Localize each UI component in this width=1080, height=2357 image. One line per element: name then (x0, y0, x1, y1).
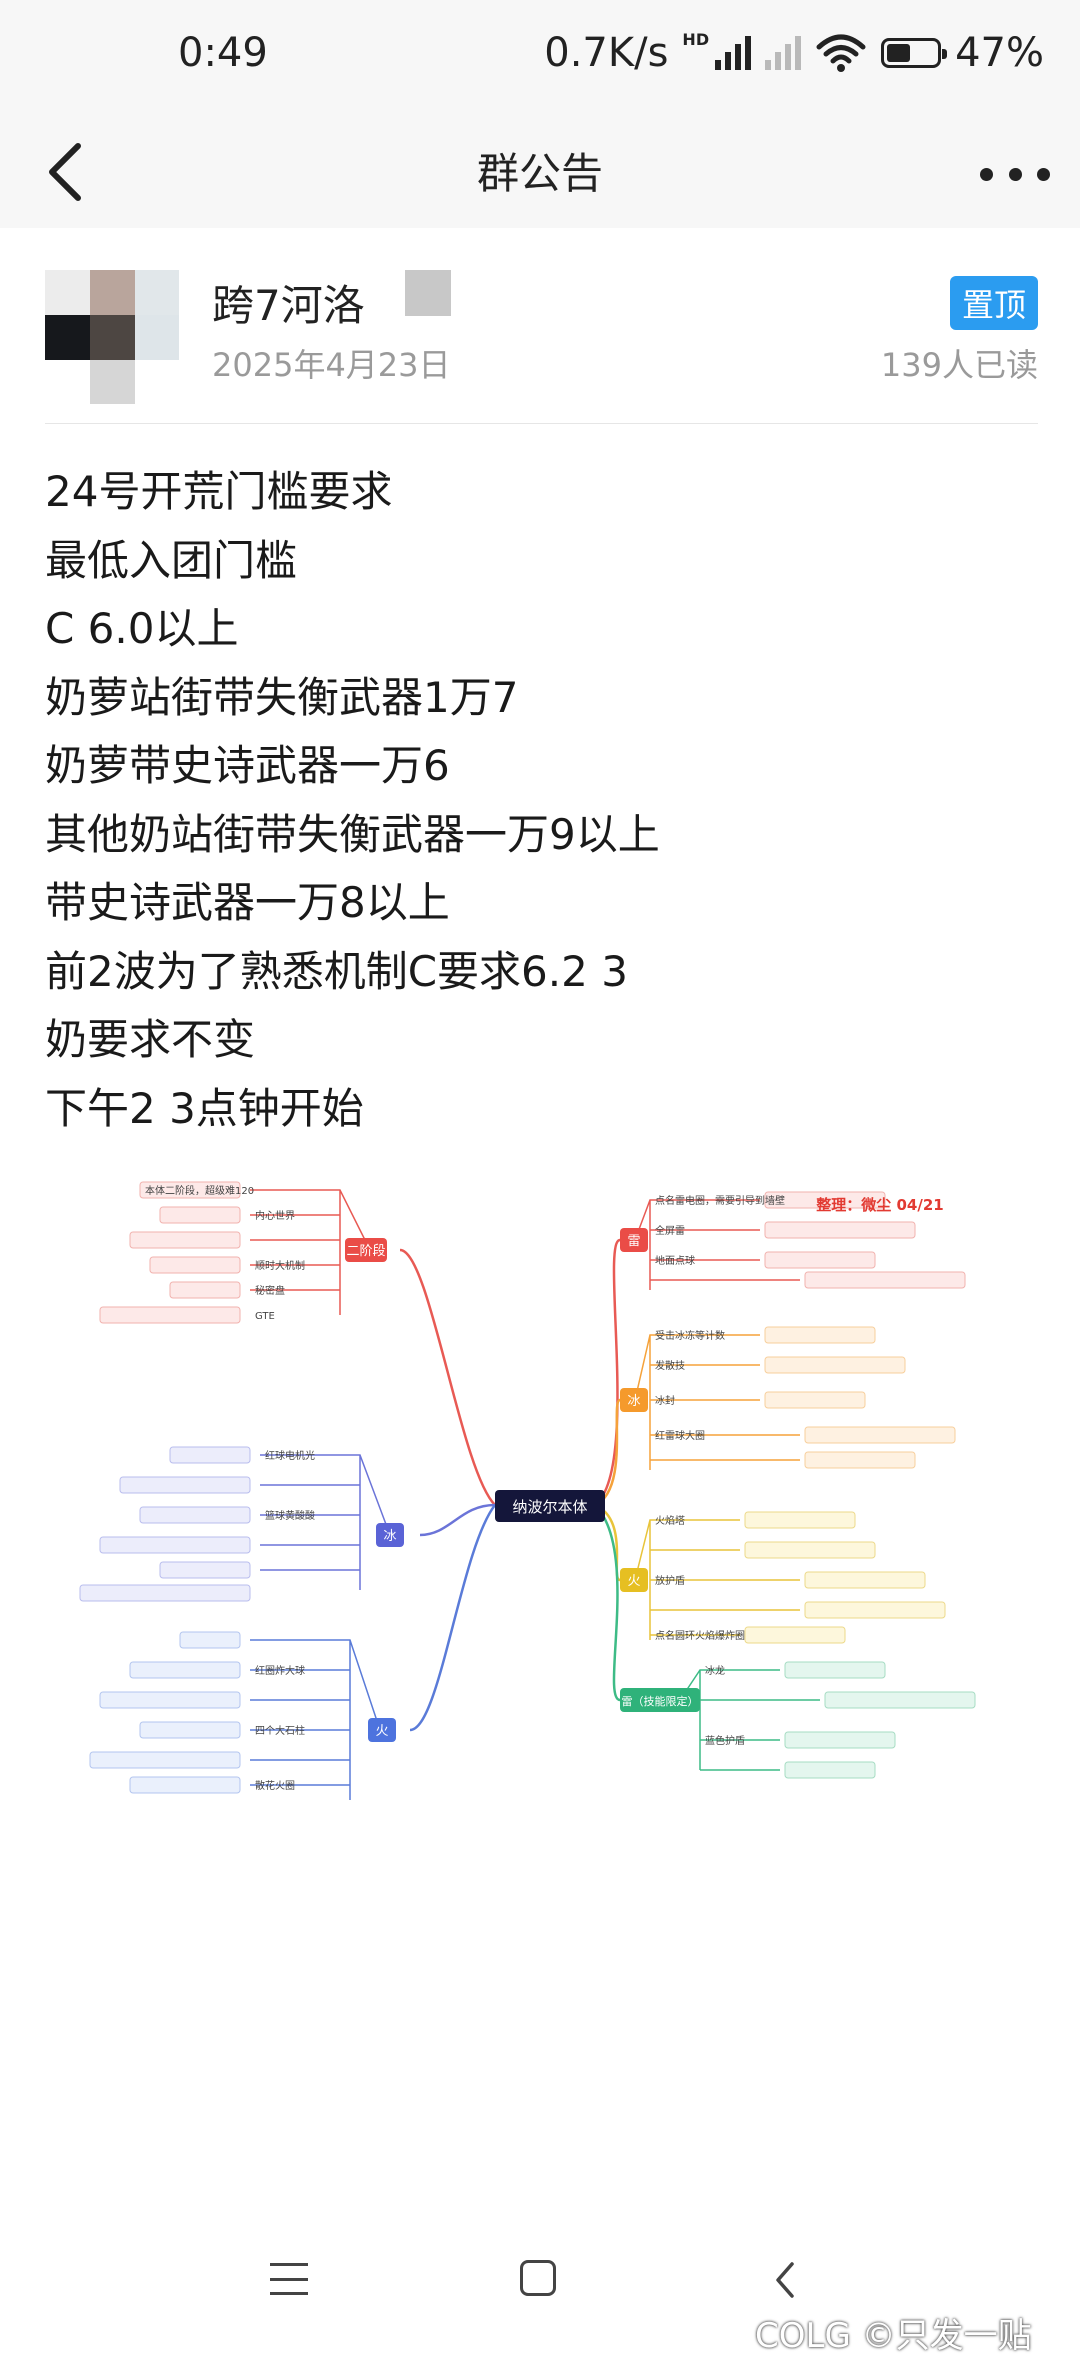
body-line: 前2波为了熟悉机制C要求6.2 3 (45, 946, 628, 996)
mindmap-leaf: 本体二阶段，超级难120 (145, 1184, 254, 1197)
system-back-icon[interactable] (770, 2258, 800, 2302)
mindmap-svg: 本体二阶段，超级难120 内心世界 顺时大机制 秘密盘 GTE 红球电机光 篮球… (79, 1181, 976, 1800)
body-line: 其他奶站街带失衡武器一万9以上 (45, 809, 660, 859)
name-redaction (405, 270, 451, 316)
read-count[interactable]: 139人已读 (880, 346, 1038, 384)
branch-wind: 雷（技能限定） (622, 1694, 699, 1708)
battery-percent: 47% (955, 30, 1044, 76)
status-time: 0:49 (178, 30, 268, 76)
mindmap-leaf: 蓝色护盾 (705, 1734, 745, 1747)
recent-apps-icon[interactable] (270, 2263, 308, 2295)
watermark: COLG ©只发一贴 (755, 2308, 1032, 2357)
body-line: C 6.0以上 (45, 604, 239, 653)
back-arrow-icon[interactable] (34, 132, 104, 212)
branch-fire-right: 火 (627, 1574, 640, 1589)
home-icon[interactable] (520, 2260, 556, 2296)
mindmap-leaf: 火焰塔 (655, 1514, 685, 1527)
mindmap-leaf: 内心世界 (255, 1209, 295, 1222)
system-nav-bar (0, 2220, 1080, 2340)
wifi-icon (816, 34, 866, 72)
mindmap-leaf: 红圈炸大球 (255, 1664, 305, 1677)
status-right: 0.7K/s HD 47% (544, 29, 1044, 77)
mindmap-leaf: 篮球黄酸酸 (265, 1509, 315, 1522)
mindmap-leaf: 红雷球大圈 (655, 1429, 705, 1442)
signal-icon (715, 36, 752, 70)
watermark-brand: COLG (755, 2316, 851, 2356)
mindmap-leaf: 红球电机光 (265, 1449, 315, 1462)
mindmap-image[interactable]: 本体二阶段，超级难120 内心世界 顺时大机制 秘密盘 GTE 红球电机光 篮球… (40, 1170, 1040, 1820)
net-speed: 0.7K/s (544, 30, 669, 76)
mindmap-leaf: 顺时大机制 (255, 1259, 305, 1272)
branch-thunder: 雷 (627, 1234, 640, 1249)
branch-fire-left: 火 (375, 1724, 388, 1739)
mindmap-organizer: 整理：微尘 04/21 (816, 1196, 943, 1214)
mindmap-leaf: 受击冰冻等计数 (655, 1329, 725, 1342)
mindmap-leaf: 点名圆环火焰爆炸圈 (655, 1629, 745, 1642)
body-line: 24号开荒门槛要求 (45, 467, 393, 516)
post-date: 2025年4月23日 (212, 346, 451, 384)
mindmap-leaf: 点名雷电圈，需要引导到墙壁 (655, 1194, 785, 1207)
body-line: 奶萝带史诗武器一万6 (45, 741, 450, 790)
title-bar: 群公告 (0, 118, 1080, 228)
status-bar: 0:49 0.7K/s HD 47% (0, 0, 1080, 118)
mindmap-leaf: 地面点球 (655, 1254, 695, 1267)
pinned-badge: 置顶 (950, 276, 1038, 330)
body-line: 下午2 3点钟开始 (45, 1083, 364, 1133)
page-title: 群公告 (476, 149, 603, 198)
battery-level (887, 44, 911, 62)
mindmap-leaf: 冰封 (655, 1394, 675, 1407)
mindmap-leaf: 放护盾 (655, 1574, 685, 1587)
mindmap-leaf: 秘密盘 (255, 1284, 285, 1297)
avatar[interactable] (45, 270, 179, 404)
body-line: 奶萝站街带失衡武器1万7 (45, 672, 519, 722)
mindmap-leaf: GTE (255, 1311, 275, 1322)
branch-ice-left: 冰 (383, 1529, 396, 1544)
mindmap-leaf: 四个大石柱 (255, 1724, 305, 1737)
mindmap-leaf: 冰龙 (705, 1664, 725, 1677)
branch-ice-right: 冰 (627, 1394, 640, 1409)
author-name[interactable]: 跨7河洛 (212, 281, 365, 330)
watermark-text: ©只发一贴 (861, 2316, 1032, 2356)
mindmap-leaf: 散花火圈 (255, 1779, 295, 1792)
mindmap-leaf: 发散技 (655, 1359, 685, 1372)
more-options-icon[interactable] (980, 144, 1050, 204)
body-line: 带史诗武器一万8以上 (45, 878, 450, 927)
body-line: 最低入团门槛 (45, 535, 298, 585)
branch-phase2: 二阶段 (346, 1244, 385, 1259)
battery-icon (881, 38, 948, 68)
announcement-body: 24号开荒门槛要求 最低入团门槛 C 6.0以上 奶萝站街带失衡武器1万7 奶萝… (45, 458, 660, 1143)
mindmap-leaf: 全屏雷 (655, 1224, 685, 1237)
body-line: 奶要求不变 (45, 1015, 256, 1064)
divider (45, 423, 1038, 424)
mindmap-center: 纳波尔本体 (512, 1498, 587, 1516)
signal-2-icon (765, 36, 802, 70)
hd-label: HD (682, 29, 710, 49)
